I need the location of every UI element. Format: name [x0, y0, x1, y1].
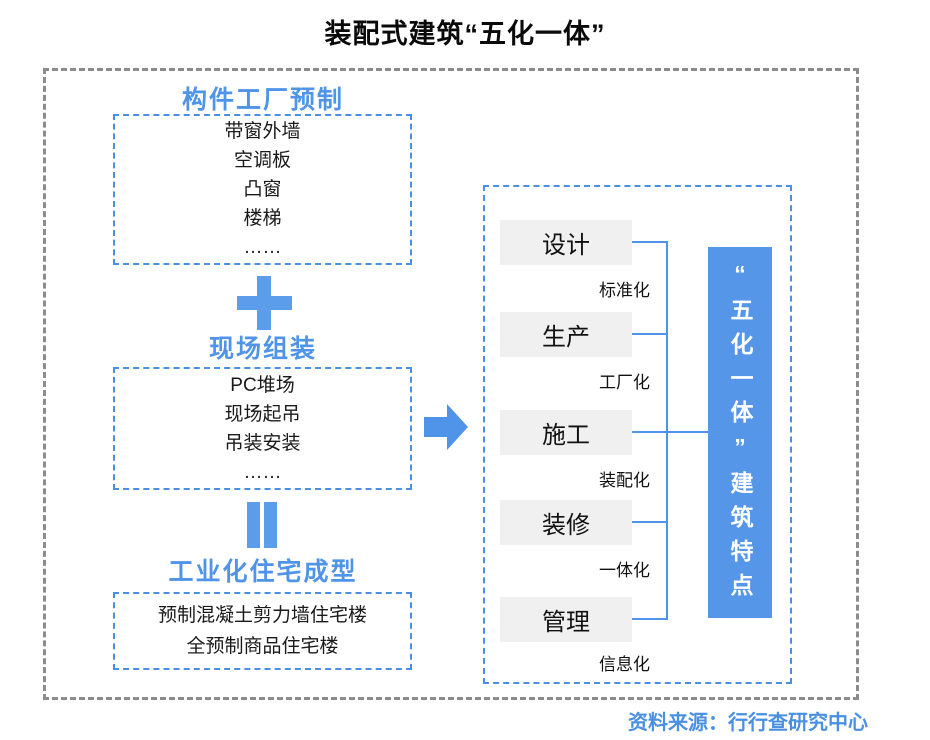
- list-item: 凸窗: [243, 179, 282, 200]
- list-item: 预制混凝土剪力墙住宅楼: [157, 605, 367, 626]
- stage-box-design: 设计: [500, 220, 632, 265]
- page-title: 装配式建筑“五化一体”: [324, 19, 606, 49]
- list-item: PC堆场: [230, 374, 295, 396]
- stage-tag-standardization: 标准化: [599, 281, 650, 300]
- stage-tag-integration: 一体化: [599, 561, 650, 580]
- connector-vertical-line: [666, 241, 668, 620]
- right-arrow-head: [447, 404, 468, 450]
- result-label: “五化一体”建筑特点: [727, 261, 753, 607]
- step-heading-site-assembly: 现场组装: [208, 335, 317, 363]
- data-source-note: 资料来源：行行查研究中心: [628, 712, 868, 734]
- stage-box-construction: 施工: [500, 410, 632, 455]
- step-heading-factory-prefab: 构件工厂预制: [181, 86, 344, 114]
- list-item: ……: [243, 237, 282, 258]
- result-box: “五化一体”建筑特点: [708, 247, 772, 618]
- connector-bridge: [668, 431, 708, 433]
- connector-stub: [632, 241, 668, 243]
- stage-box-production: 生产: [500, 312, 632, 357]
- step-box-site-assembly: PC堆场 现场起吊 吊装安装 ……: [113, 367, 412, 490]
- list-item: 现场起吊: [224, 403, 301, 425]
- list-item: 楼梯: [243, 208, 282, 229]
- right-arrow-body: [424, 417, 447, 437]
- step-heading-industrial-housing: 工业化住宅成型: [168, 558, 358, 586]
- five-stages-panel: 设计 标准化 生产 工厂化 施工 装配化 装修 一体化 管理 信息化 “五化一体…: [483, 185, 792, 684]
- stage-tag-information: 信息化: [599, 655, 650, 674]
- list-item: 全预制商品住宅楼: [186, 636, 339, 657]
- stage-tag-assembly: 装配化: [599, 471, 650, 490]
- list-item: 带窗外墙: [224, 121, 301, 142]
- stage-box-management: 管理: [500, 597, 632, 642]
- step-box-factory-prefab: 带窗外墙 空调板 凸窗 楼梯 ……: [113, 114, 412, 265]
- equals-icon: [247, 502, 277, 548]
- connector-stub: [632, 431, 668, 433]
- stage-box-decoration: 装修: [500, 500, 632, 545]
- list-item: ……: [243, 461, 282, 483]
- connector-stub: [632, 333, 668, 335]
- stage-tag-factory: 工厂化: [599, 373, 650, 392]
- list-item: 空调板: [233, 150, 291, 171]
- connector-stub: [632, 521, 668, 523]
- plus-icon: [237, 276, 292, 330]
- connector-stub: [632, 618, 668, 620]
- list-item: 吊装安装: [224, 432, 301, 454]
- step-box-industrial-housing: 预制混凝土剪力墙住宅楼 全预制商品住宅楼: [113, 592, 412, 670]
- right-arrow-icon: [424, 404, 468, 450]
